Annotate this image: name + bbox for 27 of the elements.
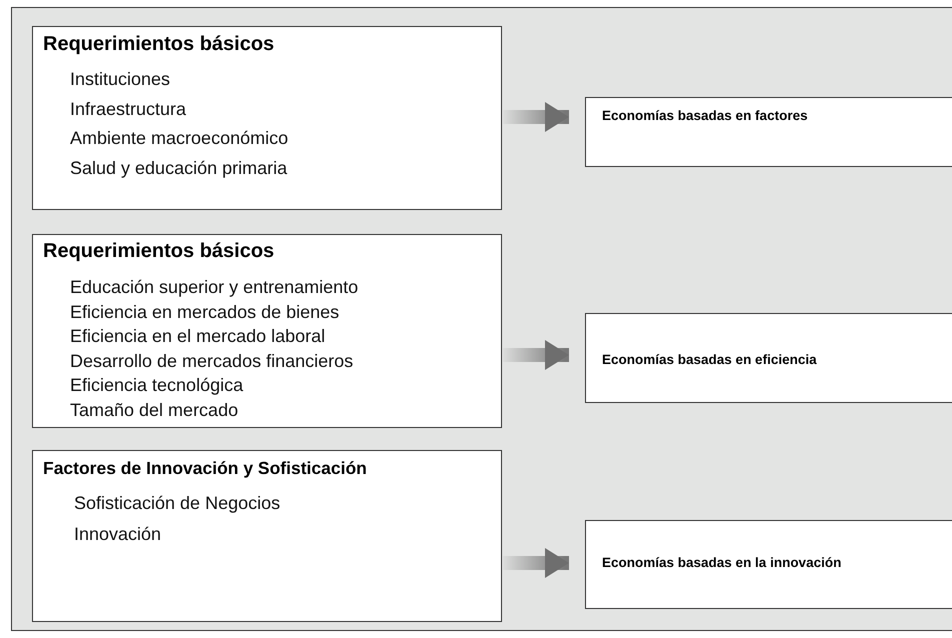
list-item: Sofisticación de Negocios (74, 493, 280, 514)
box-label: Economías basadas en factores (602, 108, 808, 123)
list-item: Educación superior y entrenamiento (70, 277, 358, 298)
box-heading: Requerimientos básicos (43, 240, 274, 263)
list-item: Eficiencia en el mercado laboral (70, 326, 326, 347)
list-item: Infraestructura (70, 98, 186, 120)
economy-box (585, 97, 952, 167)
factor-box (32, 234, 502, 428)
list-item: Eficiencia en mercados de bienes (70, 302, 340, 322)
box-heading: Requerimientos básicos (43, 33, 274, 56)
list-item: Salud y educación primaria (70, 158, 288, 178)
list-item: Tamaño del mercado (70, 400, 238, 420)
list-item: Desarrollo de mercados financieros (70, 350, 354, 372)
box-label: Economías basadas en la innovación (602, 555, 842, 570)
list-item: Innovación (74, 524, 162, 545)
arrow (503, 102, 569, 132)
economy-box (585, 520, 952, 609)
arrow (503, 340, 569, 370)
factor-box (32, 26, 502, 210)
factor-box (32, 450, 502, 622)
list-item: Ambiente macroeconómico (70, 128, 288, 149)
box-heading: Factores de Innovación y Sofisticación (43, 458, 367, 479)
box-label: Economías basadas en eficiencia (602, 352, 817, 367)
list-item: Instituciones (70, 69, 170, 90)
economy-box (585, 313, 952, 403)
list-item: Eficiencia tecnológica (70, 375, 244, 396)
arrow (503, 548, 569, 578)
